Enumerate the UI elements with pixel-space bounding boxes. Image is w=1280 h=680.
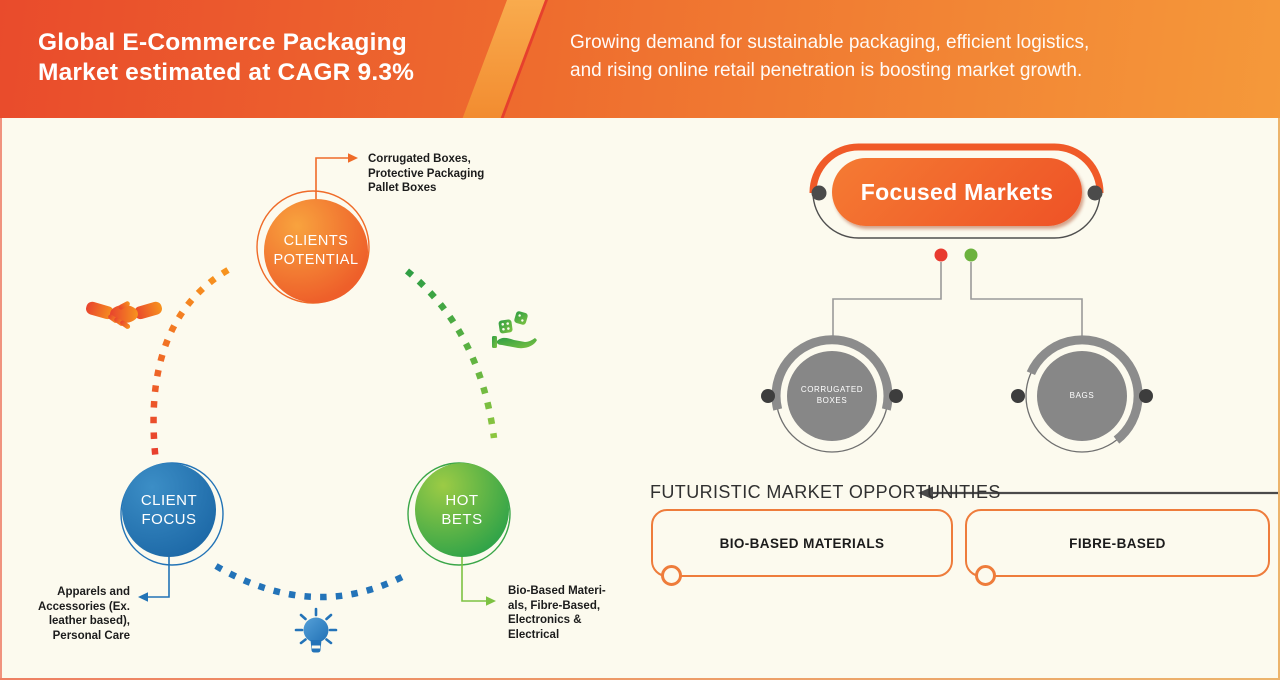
opportunity-label-fibre-based: FIBRE-BASED: [1069, 535, 1166, 551]
node-bags: BAGS: [1037, 351, 1127, 441]
opportunity-dot-bio-based: [661, 565, 682, 586]
tree-line-right: [970, 262, 1083, 341]
frame-border-left: [0, 118, 2, 680]
dotted-arc-green: [404, 268, 498, 439]
tree-dot-red: [934, 248, 948, 262]
connector-hot-bets: [461, 557, 486, 602]
page-title-line2: Market estimated at CAGR 9.3%: [38, 59, 415, 86]
lightbulb-icon: [294, 607, 338, 653]
banner-subtitle-line1: Growing demand for sustainable packaging…: [570, 32, 1090, 53]
connector-client-focus: [148, 557, 170, 598]
annotation-clients-potential: Corrugated Boxes, Protective Packaging P…: [368, 153, 485, 195]
bags-left-dot: [1011, 389, 1025, 403]
banner: Global E-Commerce Packaging Market estim…: [0, 0, 1280, 118]
opportunities-heading: FUTURISTIC MARKET OPPORTUNITIES: [650, 482, 1001, 502]
frame-border-right: [1278, 118, 1280, 680]
page-title-line1: Global E-Commerce Packaging: [38, 29, 407, 56]
annotation-client-focus: Apparels and Accessories (Ex. leather ba…: [37, 586, 130, 642]
arrowhead-hot-bets: [486, 596, 496, 606]
banner-subtitle-line2: and rising online retail penetration is …: [570, 59, 1083, 81]
node-corrugated-boxes: CORRUGATED BOXES: [787, 351, 877, 441]
focused-markets-left-dot: [811, 185, 827, 201]
tree-line-left: [832, 262, 942, 341]
connector-clients-potential: [315, 157, 348, 202]
arrowhead-clients-potential: [348, 153, 358, 163]
circle-clients-potential: CLIENTS POTENTIAL: [264, 199, 368, 303]
corrugated-right-dot: [889, 389, 903, 403]
dice-hand-icon: [492, 311, 537, 349]
dotted-arc-orange: [150, 267, 230, 463]
banner-diagonal-stripe: [462, 0, 547, 118]
circle-client-focus: CLIENT FOCUS: [122, 463, 216, 557]
focused-markets-pill: Focused Markets: [832, 158, 1082, 226]
opportunity-dot-fibre-based: [975, 565, 996, 586]
dotted-arc-blue: [214, 563, 404, 601]
frame-border-bottom: [0, 677, 1280, 680]
annotation-hot-bets: Bio-Based Materi- als, Fibre-Based, Elec…: [508, 585, 606, 641]
opportunity-box-bio-based: BIO-BASED MATERIALS: [651, 509, 953, 586]
tree-dot-green: [964, 248, 978, 262]
focused-markets-right-dot: [1087, 185, 1103, 201]
banner-subtitle: Growing demand for sustainable packaging…: [570, 29, 1089, 84]
bags-right-dot: [1139, 389, 1153, 403]
circle-hot-bets: HOT BETS: [415, 463, 509, 557]
handshake-icon: [86, 301, 162, 329]
arrowhead-client-focus: [138, 592, 148, 602]
page-title: Global E-Commerce Packaging Market estim…: [38, 28, 414, 88]
opportunity-label-bio-based: BIO-BASED MATERIALS: [719, 535, 885, 551]
corrugated-left-dot: [761, 389, 775, 403]
opportunity-box-fibre-based: FIBRE-BASED: [965, 509, 1270, 586]
